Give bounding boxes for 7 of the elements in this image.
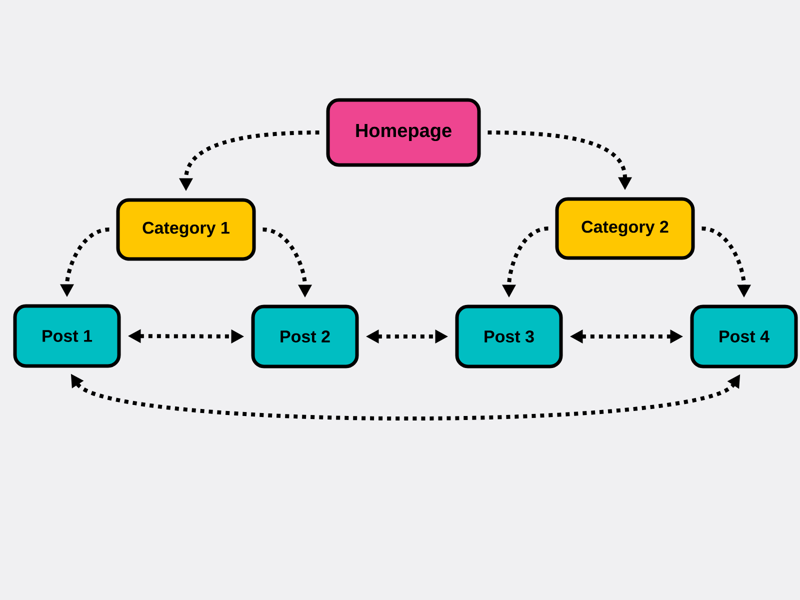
rounded-box: Post 1: [13, 304, 121, 368]
rounded-box: Post 3: [455, 304, 563, 368]
rounded-box: Post 4: [690, 304, 798, 368]
rounded-box: Post 2: [251, 304, 359, 368]
rounded-box: Category 1: [116, 198, 256, 261]
rounded-box: Category 2: [555, 197, 695, 260]
rounded-box: Homepage: [326, 98, 481, 167]
